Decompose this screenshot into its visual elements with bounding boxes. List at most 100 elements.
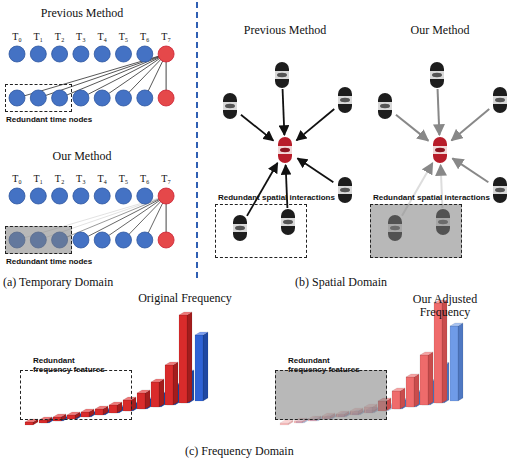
frequency-bar: [179, 312, 192, 403]
time-node: [73, 46, 89, 62]
time-node: [116, 188, 132, 204]
time-label: T₂: [50, 173, 70, 184]
redundant-region-muted: Redundant frequency features: [275, 370, 387, 420]
time-label: T₄: [92, 173, 112, 184]
panel-title: Previous Method: [235, 24, 335, 37]
time-label: T₇: [156, 173, 176, 184]
redundant-region-muted: Redundant spatial interactions: [370, 204, 462, 258]
panel-caption: (c) Frequency Domain: [185, 445, 365, 458]
time-node: [158, 46, 174, 62]
time-node: [73, 90, 89, 106]
pedestrian-icon: [378, 93, 392, 119]
panel-title: Our Adjusted Frequency: [400, 293, 490, 319]
time-node: [52, 188, 68, 204]
interaction-arrow: [396, 115, 428, 141]
frequency-bar: [39, 417, 52, 423]
pedestrian-icon: [278, 137, 292, 163]
time-node: [158, 232, 174, 248]
region-label: Redundant spatial interactions: [373, 194, 503, 203]
attention-line: [60, 196, 167, 240]
time-node: [137, 188, 153, 204]
pedestrian-icon: [430, 62, 444, 88]
attention-line: [60, 54, 167, 98]
region-label: Redundant time nodes: [6, 258, 116, 267]
time-node: [158, 188, 174, 204]
frequency-bar: [165, 362, 178, 405]
time-node: [137, 232, 153, 248]
frequency-bar: [450, 323, 463, 401]
interaction-arrow: [438, 89, 440, 135]
frequency-bar: [420, 352, 433, 405]
time-label: T₁: [28, 31, 48, 42]
time-label: T₆: [135, 31, 155, 42]
panel-title: Our Method: [390, 24, 490, 37]
time-label: T₂: [50, 31, 70, 42]
frequency-bar: [81, 409, 94, 417]
time-node: [94, 90, 110, 106]
frequency-bar: [195, 332, 208, 401]
pedestrian-icon: [223, 93, 237, 119]
region-label: Redundant spatial interactions: [218, 194, 348, 203]
pedestrian-icon: [493, 177, 507, 203]
time-label: T₃: [71, 173, 91, 184]
frequency-bar: [137, 390, 150, 409]
time-node: [158, 90, 174, 106]
time-node: [94, 188, 110, 204]
pedestrian-icon: [281, 209, 295, 235]
panel-title: Previous Method: [32, 7, 132, 20]
region-label: Redundant frequency features: [33, 357, 113, 375]
panel-caption: (a) Temporary Domain: [3, 276, 183, 289]
time-node: [137, 46, 153, 62]
time-label: T₀: [7, 31, 27, 42]
frequency-bar: [123, 397, 136, 411]
interaction-arrow: [452, 158, 488, 182]
frequency-bar: [392, 388, 405, 409]
redundant-region: Redundant frequency features: [20, 370, 132, 420]
panel-title: Our Method: [32, 150, 132, 163]
pedestrian-icon: [433, 137, 447, 163]
interaction-arrow: [241, 115, 273, 141]
attention-line: [102, 196, 166, 240]
interaction-arrow: [283, 89, 285, 135]
time-label: T₅: [114, 31, 134, 42]
frequency-chart: [25, 312, 208, 425]
time-label: T₀: [7, 173, 27, 184]
time-label: T₄: [92, 31, 112, 42]
pedestrian-icon: [338, 177, 352, 203]
time-node: [30, 90, 46, 106]
time-node: [116, 90, 132, 106]
redundant-region: Redundant time nodes: [5, 84, 72, 112]
temporal-graph: [9, 46, 174, 106]
time-node: [30, 46, 46, 62]
frequency-bar: [67, 412, 80, 419]
time-node: [137, 90, 153, 106]
time-label: T₆: [135, 173, 155, 184]
time-label: T₇: [156, 31, 176, 42]
redundant-region: Redundant spatial interactions: [215, 204, 307, 258]
time-node: [116, 232, 132, 248]
time-node: [94, 232, 110, 248]
region-label: Redundant time nodes: [6, 116, 116, 125]
time-node: [9, 188, 25, 204]
time-label: T₁: [28, 173, 48, 184]
time-node: [73, 232, 89, 248]
time-node: [52, 90, 68, 106]
panel-caption: (b) Spatial Domain: [295, 276, 475, 289]
redundant-region-muted: Redundant time nodes: [5, 226, 72, 254]
panel-title: Original Frequency: [125, 292, 245, 305]
interaction-arrow: [452, 109, 490, 140]
time-node: [30, 188, 46, 204]
frequency-bar: [280, 420, 293, 425]
interaction-arrow: [297, 158, 333, 182]
spatial-graph: [223, 62, 352, 241]
region-label: Redundant frequency features: [288, 357, 368, 375]
pedestrian-icon: [275, 62, 289, 88]
interaction-arrow: [247, 163, 278, 216]
time-node: [94, 46, 110, 62]
time-label: T₅: [114, 173, 134, 184]
frequency-bar: [406, 374, 419, 407]
frequency-bar: [151, 379, 164, 407]
time-node: [9, 90, 25, 106]
time-node: [116, 46, 132, 62]
